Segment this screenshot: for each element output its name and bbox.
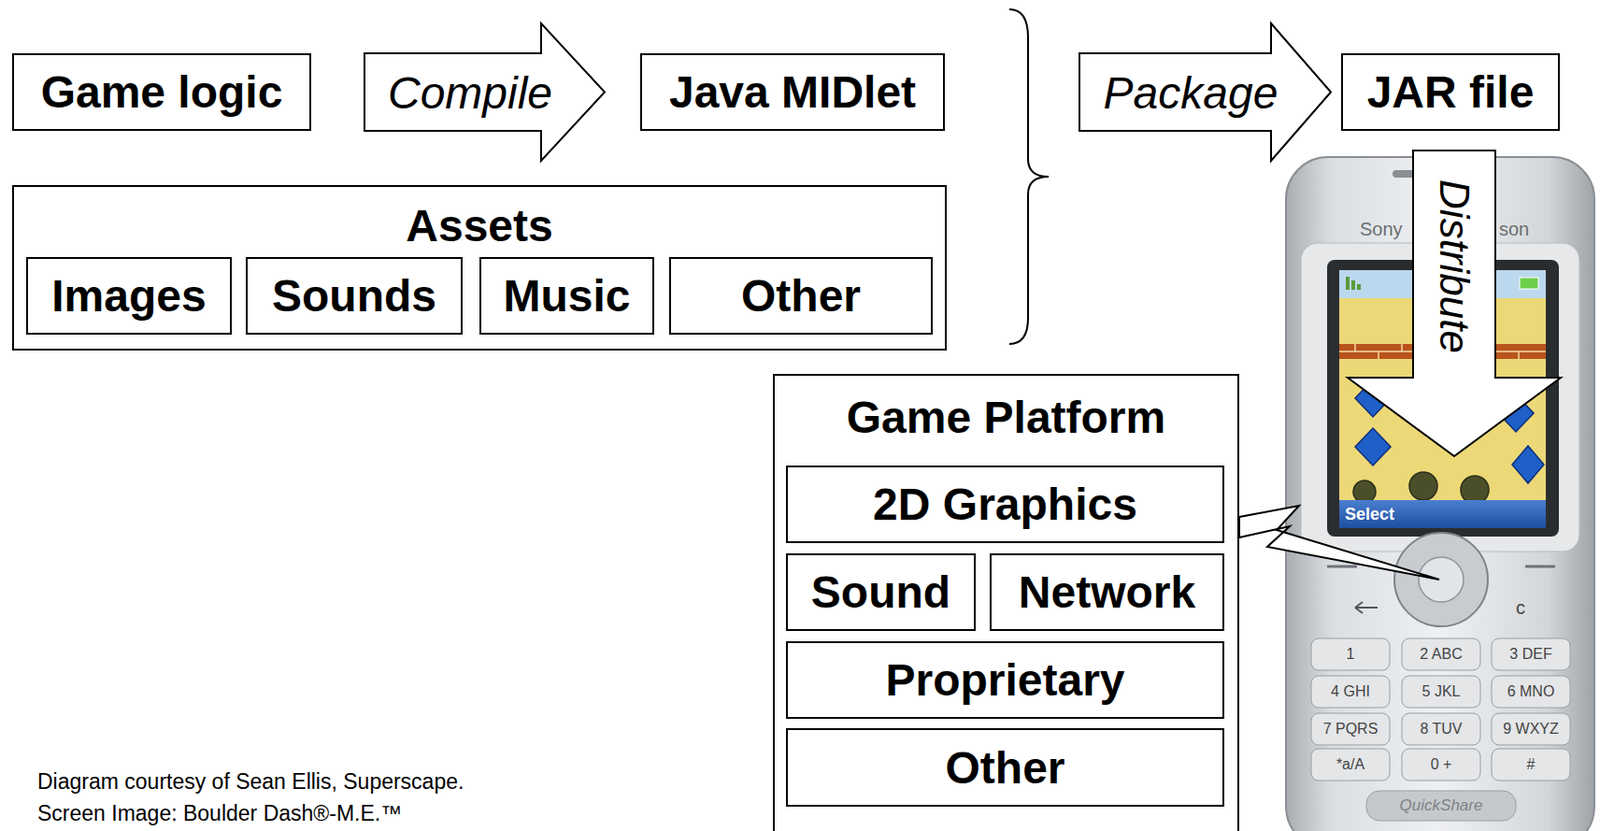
softkey-label: Select	[1344, 504, 1395, 525]
key-label: 0 +	[1430, 756, 1453, 773]
keypad-part	[1311, 675, 1390, 708]
phone-illustration-part	[1409, 471, 1438, 500]
group-heading: Assets	[405, 198, 553, 255]
arrow-label: Compile	[387, 66, 553, 118]
asset-box: Music	[479, 257, 655, 335]
phone-illustration-part	[1355, 428, 1391, 466]
phone-illustration-part	[1353, 480, 1376, 503]
phone-illustration-part	[1339, 500, 1546, 529]
credit-note: Screen Image: Boulder Dash®-M.E.™	[37, 800, 402, 826]
box-label: Network	[1018, 566, 1196, 618]
group-box: Game Platform 2D GraphicsSound NetworkProp…	[772, 373, 1240, 831]
keypad-part	[1491, 713, 1571, 745]
keypad-part	[1311, 713, 1390, 745]
box-label: Java MIDlet	[669, 66, 916, 118]
key-label: 4 GHI	[1330, 683, 1371, 700]
block-arrow-outline	[1079, 23, 1331, 161]
phone-illustration-part	[1519, 277, 1539, 289]
key-label: 5 JKL	[1422, 683, 1461, 700]
keypad-part	[1491, 675, 1571, 708]
phone-illustration-part	[1394, 532, 1488, 627]
asset-box: Images	[26, 257, 232, 335]
platform-box: 2D Graphics	[785, 465, 1225, 543]
key-label: *a/A	[1336, 756, 1365, 773]
bracket	[1009, 9, 1049, 344]
phone-illustration-part	[1512, 445, 1544, 484]
asset-box: Other	[669, 257, 933, 335]
lightning-bolt	[1239, 505, 1440, 580]
phone-illustration-part	[1345, 276, 1350, 290]
box-label: 2D Graphics	[872, 478, 1138, 530]
phone-illustration-part	[1285, 157, 1595, 831]
lightning-bolt-part	[1239, 505, 1440, 580]
key-label: #	[1527, 756, 1536, 773]
phone-illustration-part	[1460, 475, 1489, 504]
box-label: Proprietary	[885, 654, 1125, 706]
keypad-part	[1401, 748, 1481, 781]
arrow-label: Package	[1103, 66, 1279, 118]
process-box: Java MIDlet	[640, 53, 945, 131]
credit-note: Diagram courtesy of Sean Ellis, Supersca…	[37, 769, 464, 794]
block-arrow: Compile	[363, 22, 606, 162]
platform-box: Proprietary	[785, 641, 1225, 719]
box-label: Images	[51, 270, 206, 322]
phone-illustration-part	[1351, 280, 1356, 290]
keypad-part	[1491, 638, 1571, 671]
platform-box: Sound	[785, 553, 976, 631]
phone-illustration	[1285, 157, 1595, 831]
block-arrow: Distribute	[1346, 149, 1562, 458]
key-label: 6 MNO	[1507, 683, 1556, 700]
key-label: 7 PQRS	[1323, 720, 1379, 738]
box-label: Other	[741, 270, 861, 322]
box-label: Other	[944, 742, 1065, 794]
key-label: 2 ABC	[1419, 645, 1462, 663]
group-box: AssetsImages Sounds Music Other	[12, 185, 947, 351]
box-label: Sounds	[271, 270, 437, 322]
arrow-label: Distribute	[1430, 179, 1478, 354]
block-arrow-outline	[364, 23, 605, 161]
process-box: Game logic	[12, 53, 312, 131]
asset-box: Sounds	[245, 257, 463, 335]
box-label: JAR file	[1367, 66, 1535, 118]
keypad-part	[1401, 675, 1481, 708]
brand-text: Sony	[1359, 218, 1403, 241]
brand-text: QuickShare	[1400, 796, 1484, 815]
box-label: Sound	[811, 566, 951, 618]
bracket-part	[1009, 9, 1049, 344]
keypad-part	[1491, 748, 1571, 781]
key-label: 3 DEF	[1509, 645, 1552, 663]
brand-text: son	[1499, 218, 1529, 241]
key-label: 9 WXYZ	[1502, 720, 1559, 738]
box-label: Music	[502, 270, 630, 322]
box-label: Game logic	[41, 66, 284, 118]
phone-illustration-part	[1357, 284, 1361, 290]
keypad-part	[1311, 748, 1390, 781]
phone-illustration-part	[1355, 601, 1378, 614]
keypad-part	[1401, 713, 1481, 745]
block-arrow-outline	[1347, 150, 1561, 457]
keypad-part	[1311, 638, 1390, 671]
keypad	[1311, 638, 1571, 781]
process-box: JAR file	[1341, 53, 1560, 131]
block-arrow: Package	[1078, 22, 1332, 162]
group-heading: Game Platform	[846, 389, 1166, 446]
phone-illustration-part	[1366, 790, 1516, 821]
platform-box: Network	[989, 553, 1225, 631]
key-label: 1	[1346, 645, 1356, 663]
platform-box: Other	[785, 728, 1225, 807]
key-label: c	[1515, 597, 1526, 619]
phone-illustration-part	[1418, 557, 1464, 602]
key-label: 8 TUV	[1419, 720, 1462, 738]
keypad-part	[1401, 638, 1481, 671]
